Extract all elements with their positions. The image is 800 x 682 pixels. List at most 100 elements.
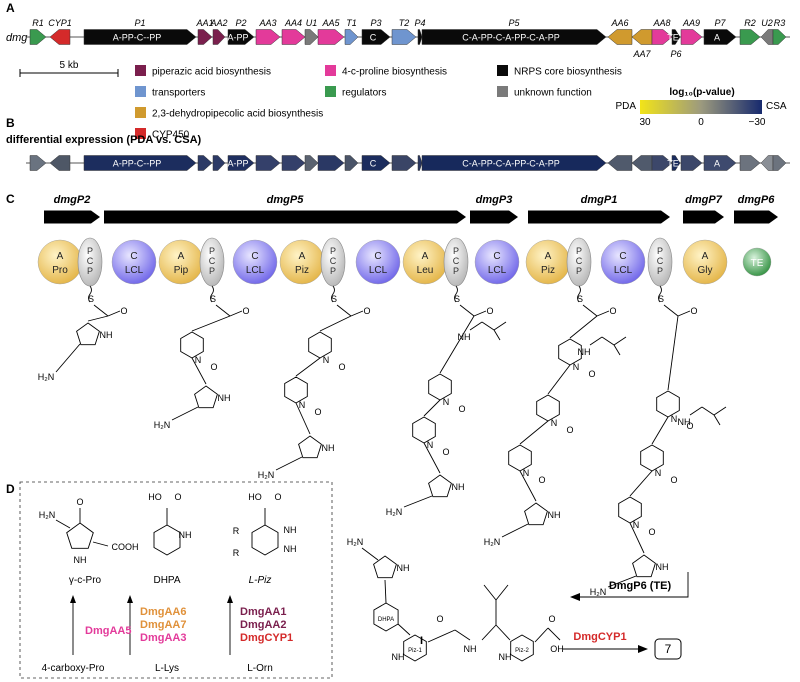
gene-label-aa8: AA8 [652,18,670,28]
precursor-atom-11: HO [248,492,262,502]
atom-label-37: H₂N [258,470,275,480]
bond-47 [423,399,441,417]
nrps-domain-pcp-0-letter-2: P [87,266,93,276]
nrps-domain-c-0 [111,239,157,285]
nrps-pcp-4-tether [577,285,581,303]
precursor-enzyme-dmgaa3: DmgAA3 [140,632,186,644]
cluster-gene-p7-domains: A [714,33,720,43]
atom-label-71: O [538,475,545,485]
bond-76 [501,523,529,538]
cluster-gene-p3 [361,29,391,45]
diffexpr-gene-p1-domains: A-PP-C--PP [113,159,162,169]
bond-43 [439,315,475,374]
bond-104 [601,336,615,346]
atom-label-66: N [551,418,558,428]
precursor-product-0: γ-c-Pro [69,575,102,586]
legend-swatch-2 [135,107,146,118]
cluster-gene-cyp1 [49,29,71,45]
nrps-domain-pcp-5-letter-0: P [657,246,663,256]
precursor-enzyme-dmgaa6: DmgAA6 [140,606,186,618]
legend-swatch-7 [497,86,508,97]
cluster-gene-p5-domains: C-A-PP-C-A-PP-C-A-PP [462,33,560,43]
bond-64 [547,364,571,395]
diffexpr-gene-p7-domains: A [714,159,720,169]
precursor-atom-15: NH [284,544,297,554]
precursor-product-2: L-Piz [249,575,272,586]
bond-89 [629,470,653,497]
nrps-domain-a-1-substrate: Pip [174,265,189,276]
gene-label-aa7: AA7 [632,49,651,59]
cluster-gene-u1 [304,29,319,45]
precursor-arrowhead-0 [70,595,76,603]
diffexpr-gene-aa8 [651,155,673,171]
atom-label-24: O [363,306,370,316]
cluster-gene-p7 [703,29,737,45]
precursor-product-1: DHPA [153,575,180,586]
precursor-arrowhead-2 [227,595,233,603]
tailoring-arrowhead [638,645,648,653]
bond-1 [93,304,109,317]
nrps-arrow-dmgp5 [104,210,466,224]
diffexpr-gene-cyp1 [49,155,71,171]
gene-label-p1: P1 [134,18,145,28]
diffexpr-gene-p2 [227,155,255,171]
gene-label-u2: U2 [761,18,773,28]
nrps-domain-c-4-type: C [619,251,626,262]
nrps-domain-pcp-0-letter-0: P [87,246,93,256]
nrps-domain-pcp-2-letter-0: P [330,246,336,256]
atom-label-0: S [88,294,94,304]
atom-label-19: NH [218,393,231,403]
bond-97 [607,575,637,588]
nrps-domain-a-0-type: A [57,251,64,262]
precursor-arrowhead-1 [127,595,133,603]
bond-42 [473,310,487,317]
atom-label-49: N [427,440,434,450]
nrps-domain-c-4-substrate: LCL [614,265,633,276]
nrps-domain-c-2-type: C [374,251,381,262]
cluster-gene-aa8 [651,29,673,45]
cluster-gene-p4 [417,29,423,45]
bond-85 [651,416,669,445]
bond-81 [667,315,679,391]
final-product-box [654,638,682,660]
bond-40 [459,304,475,317]
diffexpr-gene-aa4 [281,155,306,171]
atom-label-53: NH [452,482,465,492]
nrps-arrow-dmgp1 [528,210,670,224]
atom-label-62: N [573,362,580,372]
gene-label-r3: R3 [774,18,786,28]
gene-label-aa1: AA1 [195,18,213,28]
nrps-domain-a-4-type: A [545,251,552,262]
nrps-domain-c-3-substrate: LCL [488,265,507,276]
cluster-gene-aa5 [317,29,345,45]
bond-110 [713,406,727,416]
compound-numeral: I [420,635,423,647]
bond-3 [107,310,121,317]
atom-label-45: N [443,397,450,407]
bond-126 [454,629,471,641]
nrps-domain-pcp-1-letter-2: P [209,266,215,276]
diffexpr-gene-r3 [772,155,787,171]
cluster-gene-r1 [29,29,47,45]
diffexpr-gene-aa5 [317,155,345,171]
nrps-gene-label-dmgp6: dmgP6 [738,194,776,206]
precursor-atom-3: COOH [112,542,139,552]
diffexpr-gene-p7 [703,155,737,171]
nrps-domain-pcp-3-letter-0: P [453,246,459,256]
panel-a-label: A [6,1,15,15]
atom-label-91: N [633,520,640,530]
nrps-pcp-5-tether [658,285,662,303]
nrps-domain-c-1-substrate: LCL [246,265,265,276]
atom-label-77: S [658,294,664,304]
cluster-gene-p1-domains: A-PP-C--PP [113,33,162,43]
bond-23 [336,304,352,317]
bond-8 [55,343,81,373]
diffexpr-gene-u2 [760,155,774,171]
precursor-enzyme-dmgaa7: DmgAA7 [140,619,186,631]
diffexpr-gene-p6 [671,155,681,171]
atom-label-56: S [577,294,583,304]
nrps-domain-a-5 [682,239,728,285]
legend-swatch-1 [135,86,146,97]
precursor-start-1: L-Lys [155,663,179,674]
